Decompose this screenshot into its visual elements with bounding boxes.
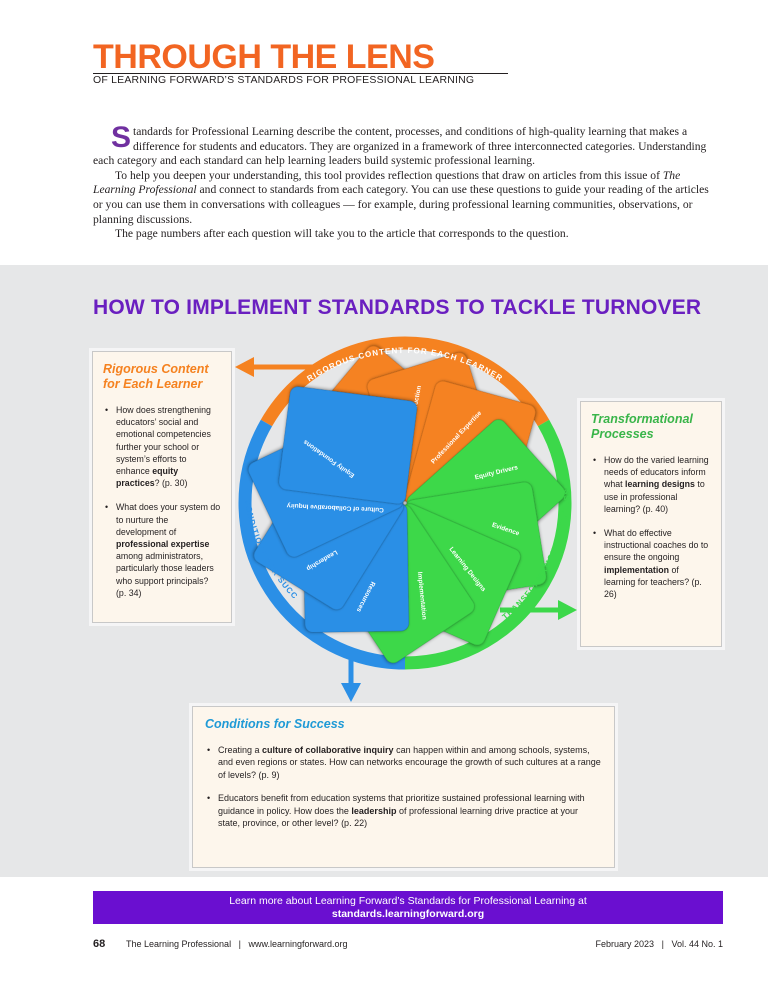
standards-link-banner: Learn more about Learning Forward’s Stan… <box>93 891 723 924</box>
ring-arc-rigorous-content <box>260 336 550 427</box>
card-title: Conditions for Success <box>205 717 345 731</box>
page-number: 68 <box>93 938 106 950</box>
question-item: How does strengthening educators’ social… <box>103 404 221 489</box>
question-item: Creating a culture of collaborative inqu… <box>205 744 602 781</box>
intro-paragraph-3: The page numbers after each question wil… <box>115 227 569 241</box>
section-title: HOW TO IMPLEMENT STANDARDS TO TACKLE TUR… <box>93 296 702 319</box>
question-item: Educators benefit from education systems… <box>205 792 602 829</box>
page-title: THROUGH THE LENS <box>93 38 435 76</box>
page-subtitle: OF LEARNING FORWARD’S STANDARDS FOR PROF… <box>93 74 475 86</box>
title-rule <box>93 73 508 74</box>
banner-text: Learn more about Learning Forward’s Stan… <box>229 895 587 907</box>
drop-cap: S <box>111 121 132 154</box>
question-item: What does your system do to nurture the … <box>103 501 221 599</box>
conditions-for-success-card: Conditions for Success Creating a cultur… <box>192 706 615 868</box>
standards-link[interactable]: standards.learningforward.org <box>331 908 485 920</box>
petal-label: Implementation <box>416 572 428 621</box>
petal-equity-foundations: Equity Foundations <box>278 386 418 505</box>
footer-website[interactable]: www.learningforward.org <box>248 939 348 949</box>
question-item: How do the varied learning needs of educ… <box>591 454 711 515</box>
footer-issue: February 2023 | Vol. 44 No. 1 <box>595 939 723 949</box>
standards-petals: Equity PracticesCurriculum, Assessment, … <box>247 345 566 664</box>
intro-paragraph-2: To help you deepen your understanding, t… <box>93 168 709 226</box>
footer-publication: The Learning Professional | www.learning… <box>126 939 348 949</box>
question-item: What do effective instructional coaches … <box>591 527 711 600</box>
petal-label: Culture of Collaborative Inquiry <box>286 502 384 513</box>
